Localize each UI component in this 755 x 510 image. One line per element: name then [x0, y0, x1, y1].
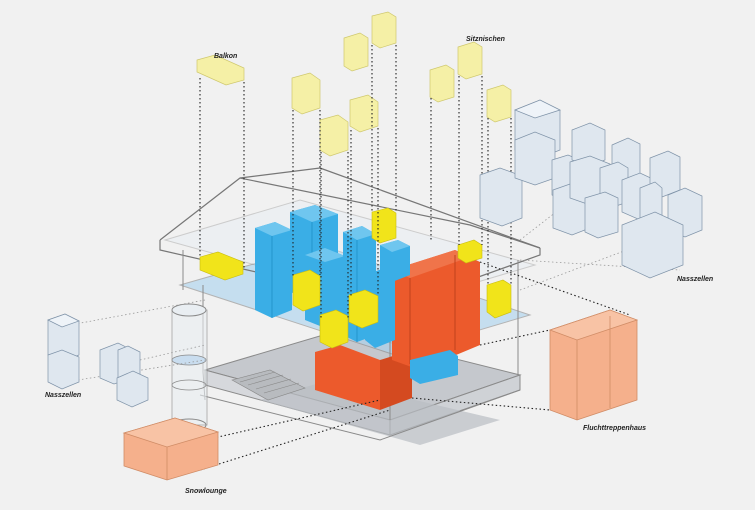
blue-blocks	[255, 205, 458, 384]
cylinder-tower	[171, 303, 208, 432]
orange-core	[315, 250, 480, 410]
nasszellen-right-group	[479, 99, 703, 279]
label-snowlounge: Snowlounge	[185, 488, 227, 495]
fluchttreppenhaus-box	[548, 309, 639, 421]
label-nasszellen-left: Nasszellen	[45, 392, 82, 399]
floating-yellow-blocks	[196, 11, 512, 157]
label-nasszellen-right: Nasszellen	[677, 276, 714, 283]
stairs	[231, 369, 306, 401]
roof-right	[319, 167, 541, 249]
lower-slab	[260, 380, 500, 445]
nasszellen-left-group	[47, 313, 149, 408]
label-fluchttreppenhaus: Fluchttreppenhaus	[583, 425, 647, 432]
roof-ridge	[239, 177, 541, 249]
lower-outline	[199, 389, 521, 441]
label-balkon: Balkon	[214, 53, 238, 60]
snowlounge-box	[122, 417, 220, 481]
projection-lines	[69, 45, 681, 471]
label-sitznischen: Sitznischen	[466, 36, 505, 43]
